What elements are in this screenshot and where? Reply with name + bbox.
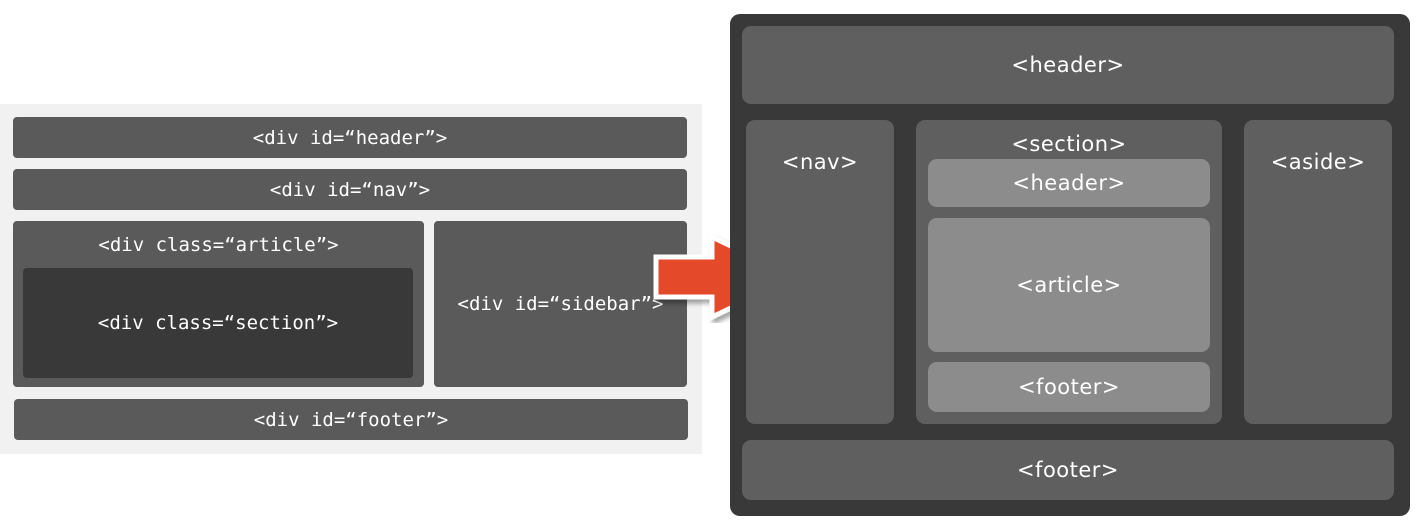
div-nav-box: <div id=“nav”>: [13, 169, 687, 210]
section-article-label: <article>: [1016, 273, 1122, 297]
div-article-label: <div class=“article”>: [98, 234, 339, 256]
div-footer-box: <div id=“footer”>: [14, 399, 688, 440]
html5-header-label: <header>: [1011, 53, 1125, 77]
html5-layout-frame: <header> <nav> <section> <header> <artic…: [730, 14, 1410, 516]
div-sidebar-label: <div id=“sidebar”>: [457, 293, 664, 315]
section-header-box: <header>: [928, 159, 1210, 207]
html5-nav-label: <nav>: [781, 150, 859, 174]
div-sidebar-box: <div id=“sidebar”>: [434, 221, 687, 387]
div-section-box: <div class=“section”>: [23, 268, 413, 378]
html5-aside-label: <aside>: [1270, 150, 1366, 174]
html5-footer-box: <footer>: [742, 440, 1394, 500]
section-footer-label: <footer>: [1017, 375, 1121, 399]
div-header-label: <div id=“header”>: [252, 126, 448, 149]
html5-header-box: <header>: [742, 26, 1394, 104]
div-section-label: <div class=“section”>: [97, 312, 339, 334]
section-article-box: <article>: [928, 218, 1210, 352]
html5-section-label: <section>: [1011, 132, 1127, 156]
html5-aside-box: <aside>: [1244, 120, 1392, 424]
section-header-label: <header>: [1012, 171, 1126, 195]
div-nav-label: <div id=“nav”>: [269, 178, 431, 201]
html5-nav-box: <nav>: [746, 120, 894, 424]
div-layout-panel: <div id=“header”> <div id=“nav”> <div cl…: [0, 104, 702, 454]
div-footer-label: <div id=“footer”>: [253, 408, 449, 431]
html5-footer-label: <footer>: [1016, 458, 1120, 482]
div-header-box: <div id=“header”>: [13, 117, 687, 158]
section-footer-box: <footer>: [928, 362, 1210, 412]
